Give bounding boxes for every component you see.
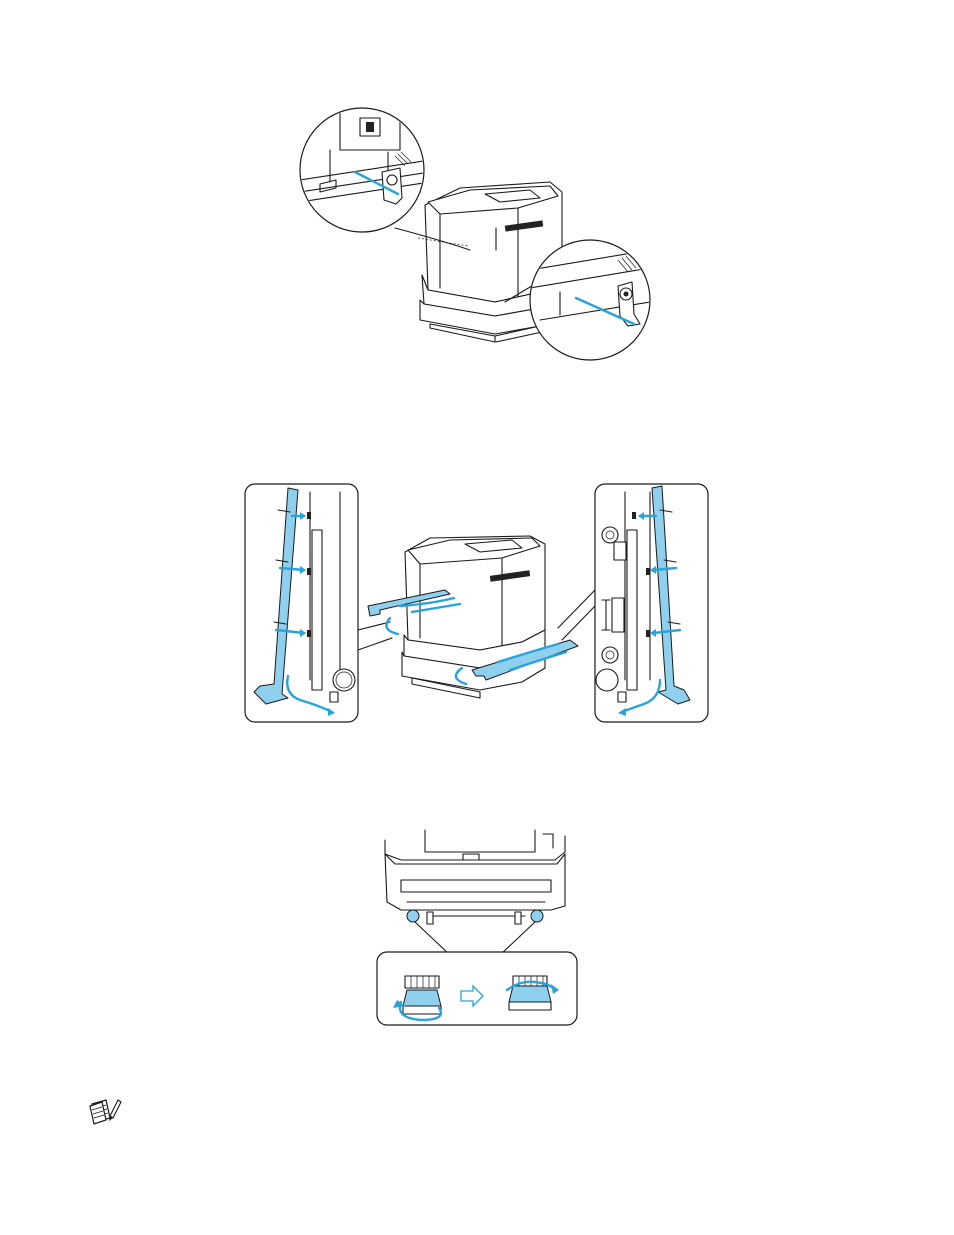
stabilizer-bracket-illustration	[300, 110, 650, 360]
feet-detail-panel	[377, 952, 577, 1025]
figure-side-covers	[240, 480, 715, 725]
detail-panel-right	[595, 484, 708, 722]
side-cover-illustration	[240, 480, 715, 725]
detail-panel-left	[245, 484, 358, 722]
callout-connector-left	[415, 922, 451, 956]
figure-adjustable-feet	[375, 830, 580, 1030]
connector-left	[358, 622, 390, 630]
figure-stabilizer-brackets	[300, 110, 650, 360]
callout-magnifier-bottom-right	[530, 240, 650, 360]
callout-connector-right	[499, 922, 535, 956]
callout-magnifier-top-left	[300, 108, 430, 232]
adjustable-feet-illustration	[375, 830, 580, 1030]
note-pencil-icon	[88, 1096, 122, 1126]
connector-right	[558, 590, 595, 628]
printer-illustration	[402, 536, 545, 698]
printer-base-illustration	[385, 830, 565, 924]
